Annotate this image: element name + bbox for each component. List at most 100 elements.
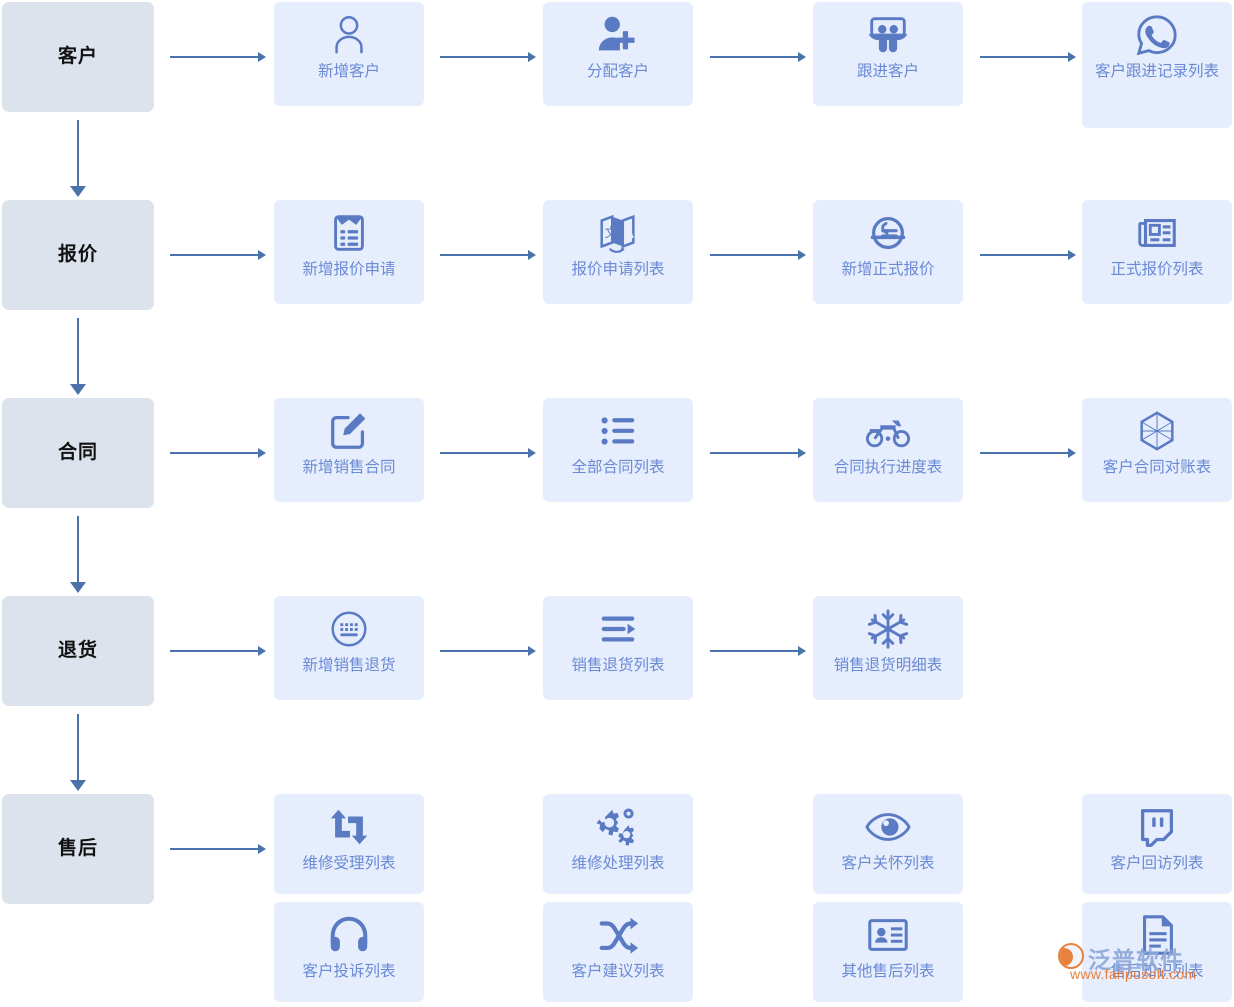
retweet-icon: [326, 804, 372, 850]
user-plus-icon: [595, 12, 641, 58]
watermark-logo-icon: [1058, 943, 1084, 969]
card-new-formal-quote[interactable]: 新增正式报价: [813, 200, 963, 304]
category-label: 报价: [57, 243, 98, 265]
circle-lines-icon: [865, 210, 911, 256]
card-label: 客户跟进记录列表: [1094, 63, 1219, 80]
arrow-contract-to-return: [70, 516, 86, 594]
arrow-card3-to-card4-row1: [980, 52, 1076, 62]
headphones-icon: [326, 912, 372, 958]
card-new-quote-request[interactable]: 新增报价申请: [274, 200, 424, 304]
eye-icon: [865, 804, 911, 850]
card-formal-quote-list[interactable]: 正式报价列表: [1082, 200, 1232, 304]
category-box-aftersales[interactable]: 售后: [2, 794, 154, 904]
arrow-customer-to-quote: [70, 120, 86, 198]
category-label: 退货: [57, 639, 98, 661]
card-label: 客户回访列表: [1110, 855, 1204, 872]
arrow-return-to-card1: [170, 646, 266, 656]
arrow-card2-to-card3-row4: [710, 646, 806, 656]
card-label: 客户关怀列表: [841, 855, 935, 872]
card-customer-care-list[interactable]: 客户关怀列表: [813, 794, 963, 894]
card-aftersales-knowledge-list[interactable]: 售后知识列表: [1082, 902, 1232, 1002]
card-customer-revisit-list[interactable]: 客户回访列表: [1082, 794, 1232, 894]
card-label: 客户合同对账表: [1102, 459, 1212, 476]
card-label: 合同执行进度表: [833, 459, 943, 476]
snowflake-icon: [865, 606, 911, 652]
card-label: 维修处理列表: [571, 855, 665, 872]
card-assign-customer[interactable]: 分配客户: [543, 2, 693, 106]
card-label: 售后知识列表: [1110, 963, 1204, 980]
bullet-list-icon: [595, 408, 641, 454]
motorcycle-icon: [865, 408, 911, 454]
card-label: 新增报价申请: [302, 261, 396, 278]
slideshare-icon: [865, 12, 911, 58]
svg-text:文: 文: [605, 225, 618, 240]
twitch-icon: [1134, 804, 1180, 850]
arrow-customer-to-card1: [170, 52, 266, 62]
card-all-contract-list[interactable]: 全部合同列表: [543, 398, 693, 502]
card-contract-progress[interactable]: 合同执行进度表: [813, 398, 963, 502]
category-box-return[interactable]: 退货: [2, 596, 154, 706]
card-customer-follow-records[interactable]: 客户跟进记录列表: [1082, 2, 1232, 128]
pencil-square-icon: [326, 408, 372, 454]
card-label: 客户投诉列表: [302, 963, 396, 980]
card-customer-suggestion-list[interactable]: 客户建议列表: [543, 902, 693, 1002]
card-repair-acceptance-list[interactable]: 维修受理列表: [274, 794, 424, 894]
card-follow-customer[interactable]: 跟进客户: [813, 2, 963, 106]
arrow-quote-to-contract: [70, 318, 86, 396]
card-other-aftersales-list[interactable]: 其他售后列表: [813, 902, 963, 1002]
arrow-card1-to-card2-row4: [440, 646, 536, 656]
card-label: 新增客户: [317, 63, 380, 80]
category-box-customer[interactable]: 客户: [2, 2, 154, 112]
whatsapp-phone-icon: [1134, 12, 1180, 58]
card-label: 新增销售退货: [302, 657, 396, 674]
card-label: 全部合同列表: [571, 459, 665, 476]
card-customer-complaint-list[interactable]: 客户投诉列表: [274, 902, 424, 1002]
card-label: 新增销售合同: [302, 459, 396, 476]
hexagon-network-icon: [1134, 408, 1180, 454]
arrow-quote-to-card1: [170, 250, 266, 260]
keyboard-circle-icon: [326, 606, 372, 652]
arrow-card3-to-card4-row2: [980, 250, 1076, 260]
arrow-card2-to-card3-row2: [710, 250, 806, 260]
user-icon: [326, 12, 372, 58]
category-box-contract[interactable]: 合同: [2, 398, 154, 508]
category-label: 合同: [57, 441, 98, 463]
card-label: 新增正式报价: [841, 261, 935, 278]
card-sales-return-detail[interactable]: 销售退货明细表: [813, 596, 963, 700]
card-label: 客户建议列表: [571, 963, 665, 980]
card-sales-return-list[interactable]: 销售退货列表: [543, 596, 693, 700]
card-new-sales-return[interactable]: 新增销售退货: [274, 596, 424, 700]
arrow-return-to-aftersales: [70, 714, 86, 792]
svg-text:A: A: [624, 226, 634, 242]
card-new-customer[interactable]: 新增客户: [274, 2, 424, 106]
card-label: 维修受理列表: [302, 855, 396, 872]
id-card-icon: [865, 912, 911, 958]
category-label: 客户: [57, 45, 98, 67]
category-box-quote[interactable]: 报价: [2, 200, 154, 310]
card-contract-reconciliation[interactable]: 客户合同对账表: [1082, 398, 1232, 502]
arrow-card1-to-card2-row2: [440, 250, 536, 260]
arrow-card1-to-card2-row1: [440, 52, 536, 62]
card-new-sales-contract[interactable]: 新增销售合同: [274, 398, 424, 502]
newspaper-icon: [1134, 210, 1180, 256]
category-label: 售后: [57, 837, 98, 859]
arrow-card3-to-card4-row3: [980, 448, 1076, 458]
document-icon: [1134, 912, 1180, 958]
card-label: 报价申请列表: [571, 261, 665, 278]
card-label: 正式报价列表: [1110, 261, 1204, 278]
card-repair-handling-list[interactable]: 维修处理列表: [543, 794, 693, 894]
card-label: 跟进客户: [856, 63, 919, 80]
card-label: 其他售后列表: [841, 963, 935, 980]
clipboard-list-icon: [326, 210, 372, 256]
shuffle-icon: [595, 912, 641, 958]
arrow-card2-to-card3-row3: [710, 448, 806, 458]
card-label: 销售退货明细表: [833, 657, 943, 674]
indent-arrow-icon: [595, 606, 641, 652]
arrow-aftersales-to-card1: [170, 844, 266, 854]
arrow-card2-to-card3-row1: [710, 52, 806, 62]
cogs-icon: [595, 804, 641, 850]
arrow-card1-to-card2-row3: [440, 448, 536, 458]
